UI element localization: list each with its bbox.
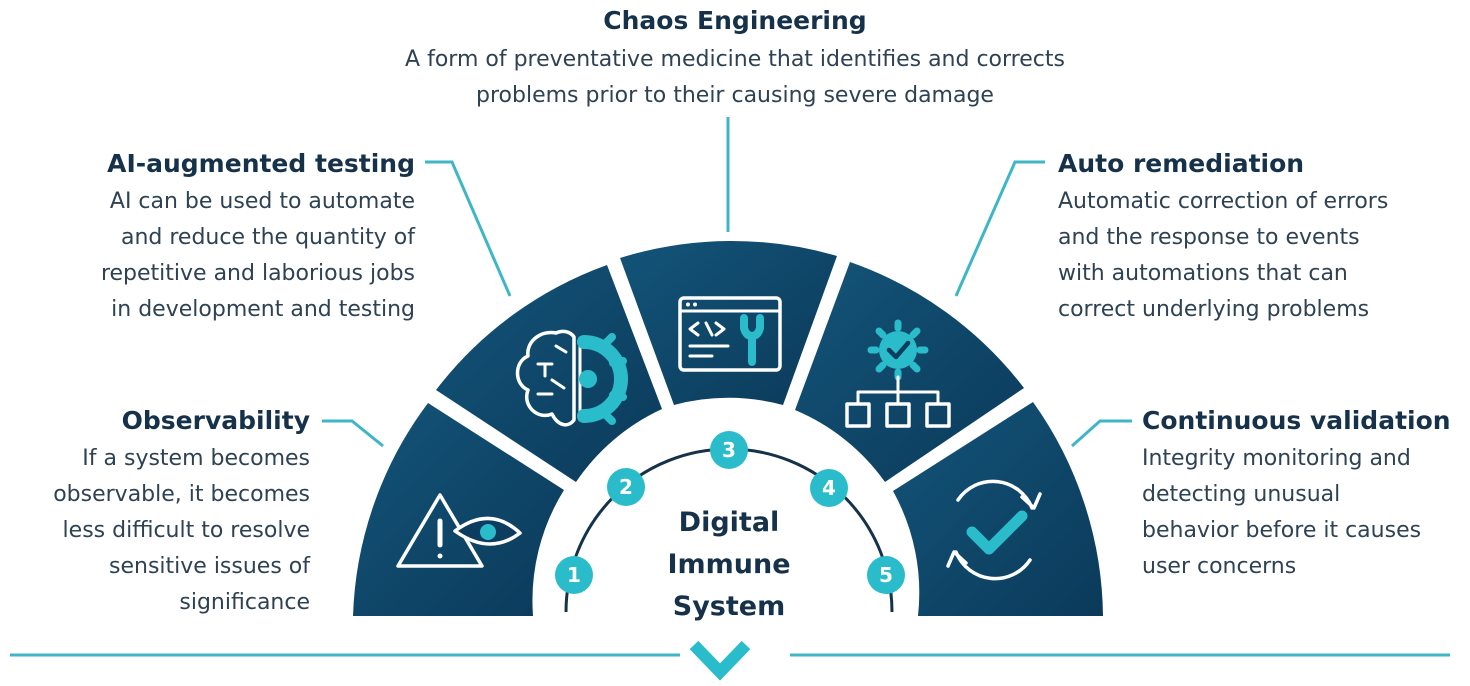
ai-testing-line-1: AI can be used to automate	[109, 189, 415, 214]
step-marker-5: 5	[867, 556, 905, 594]
auto-remediation-line-4: correct underlying problems	[1058, 297, 1370, 322]
segment-continuous-validation	[893, 402, 1103, 616]
center-label-line-1: Digital	[679, 507, 780, 538]
observability-line-5: significance	[179, 590, 310, 615]
step-marker-2: 2	[607, 468, 645, 506]
observability-line-2: observable, it becomes	[53, 482, 310, 507]
continuous-validation-line-2: detecting unusual	[1142, 482, 1341, 507]
segment-ai-testing	[436, 265, 662, 482]
connector-ai-testing	[425, 160, 512, 297]
auto-remediation-title: Auto remediation	[1058, 149, 1305, 178]
auto-remediation-block: Auto remediation Automatic correction of…	[1058, 149, 1463, 328]
continuous-validation-line-3: behavior before it causes	[1142, 518, 1422, 543]
ai-testing-line-4: in development and testing	[111, 297, 415, 322]
observability-line-4: sensitive issues of	[109, 554, 310, 579]
ai-testing-line-3: repetitive and laborious jobs	[100, 261, 415, 286]
continuous-validation-line-4: user concerns	[1142, 554, 1297, 579]
connector-auto-remediation	[954, 160, 1045, 297]
observability-block: Observability If a system becomes observ…	[10, 406, 310, 621]
observability-line-3: less difficult to resolve	[62, 518, 310, 543]
brain-gear-icon	[515, 329, 628, 427]
chevron-down-icon	[689, 640, 751, 681]
chaos-engineering-block: Chaos Engineering A form of preventative…	[300, 6, 1170, 114]
connector-observability	[322, 419, 384, 448]
chaos-engineering-line-2: problems prior to their causing severe d…	[476, 83, 994, 108]
observability-line-1: If a system becomes	[82, 446, 310, 471]
step-marker-3: 3	[710, 431, 748, 469]
gear-check-hierarchy-icon	[845, 319, 951, 428]
continuous-validation-block: Continuous validation Integrity monitori…	[1142, 406, 1467, 585]
auto-remediation-line-1: Automatic correction of errors	[1058, 189, 1389, 214]
step-marker-1: 1	[555, 556, 593, 594]
segment-chaos	[620, 240, 837, 405]
step-number-2: 2	[619, 475, 633, 499]
step-number-4: 4	[822, 476, 836, 500]
observability-title: Observability	[121, 406, 310, 435]
code-window-wrench-icon	[678, 296, 782, 372]
step-marker-4: 4	[810, 469, 848, 507]
auto-remediation-line-3: with automations that can	[1058, 261, 1348, 286]
auto-remediation-line-2: and the response to events	[1058, 225, 1360, 250]
connector-continuous-validation	[1071, 419, 1132, 448]
ai-testing-line-2: and reduce the quantity of	[120, 225, 415, 250]
ai-testing-title: AI-augmented testing	[107, 149, 415, 178]
chaos-engineering-line-1: A form of preventative medicine that ide…	[405, 47, 1065, 72]
warning-eye-icon	[396, 493, 522, 568]
chaos-engineering-title: Chaos Engineering	[603, 6, 867, 35]
ai-testing-block: AI-augmented testing AI can be used to a…	[30, 149, 415, 328]
continuous-validation-line-1: Integrity monitoring and	[1142, 446, 1411, 471]
step-number-5: 5	[879, 563, 893, 587]
step-number-1: 1	[567, 563, 581, 587]
segment-observability	[353, 403, 564, 616]
center-label-line-3: System	[673, 591, 785, 622]
center-label-line-2: Immune	[667, 549, 790, 580]
continuous-validation-title: Continuous validation	[1142, 406, 1451, 435]
step-number-3: 3	[722, 438, 736, 462]
connector-lines	[322, 117, 1132, 448]
step-markers: 1 2 3 4 5	[555, 431, 905, 594]
refresh-check-icon	[946, 479, 1042, 581]
